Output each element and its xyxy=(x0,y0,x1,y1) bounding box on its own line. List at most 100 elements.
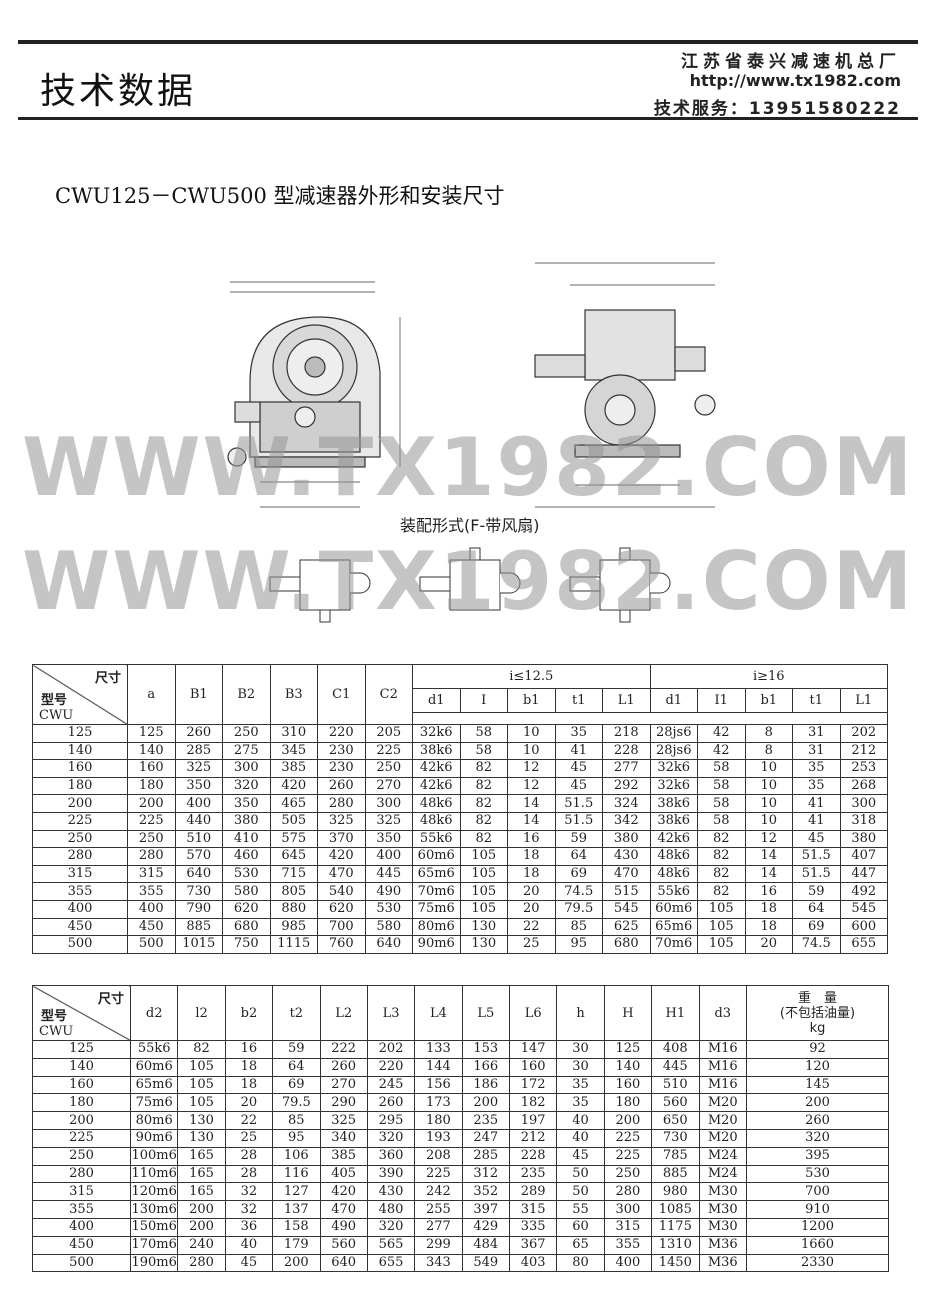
value-cell: 560 xyxy=(319,1235,368,1255)
value-cell: 59 xyxy=(272,1040,321,1059)
value-cell: 32k6 xyxy=(412,724,461,743)
value-cell: 260 xyxy=(319,1057,368,1077)
value-cell: 300 xyxy=(222,759,271,778)
value-cell: 10 xyxy=(744,759,793,778)
value-cell: 55k6 xyxy=(129,1040,179,1059)
value-cell: M36 xyxy=(698,1253,747,1273)
value-cell: 2330 xyxy=(746,1253,889,1273)
value-cell: 285 xyxy=(461,1146,511,1166)
value-cell: 575 xyxy=(269,829,318,849)
value-cell: 447 xyxy=(839,864,888,884)
value-cell: 42k6 xyxy=(412,776,461,796)
value-cell: 85 xyxy=(272,1111,321,1130)
value-cell: 64 xyxy=(272,1057,321,1077)
value-cell: 430 xyxy=(366,1182,416,1202)
value-cell: 82 xyxy=(697,882,746,901)
value-cell: 325 xyxy=(174,759,223,778)
value-cell: 95 xyxy=(554,935,603,954)
value-cell: 16 xyxy=(507,829,556,849)
value-cell: 650 xyxy=(651,1111,700,1130)
corner-dimension-label: 尺寸 xyxy=(94,671,121,686)
value-cell: 59 xyxy=(554,829,603,849)
value-cell: 289 xyxy=(508,1182,558,1202)
model-cell: 400 xyxy=(32,899,128,919)
value-cell: 50 xyxy=(556,1182,605,1202)
value-cell: 280 xyxy=(127,847,176,866)
value-cell: 166 xyxy=(461,1057,511,1077)
weight-header-line2: (不包括油量) xyxy=(779,1005,856,1021)
value-cell: 260 xyxy=(366,1093,416,1113)
value-cell: 90m6 xyxy=(412,935,461,954)
value-cell: 105 xyxy=(697,917,746,937)
value-cell: 580 xyxy=(364,917,413,937)
value-cell: 640 xyxy=(319,1253,368,1273)
value-cell: 70m6 xyxy=(649,935,698,954)
value-cell: 985 xyxy=(269,917,318,937)
model-cell: 180 xyxy=(32,1093,131,1113)
value-cell: 292 xyxy=(602,776,651,796)
col-header: a xyxy=(127,664,176,725)
value-cell: 35 xyxy=(792,776,841,796)
value-cell: 22 xyxy=(507,917,556,937)
value-cell: 165 xyxy=(177,1164,226,1184)
value-cell: 245 xyxy=(366,1075,416,1095)
section-subtitle: CWU125－CWU500 型减速器外形和安装尺寸 xyxy=(55,184,505,208)
value-cell: 230 xyxy=(317,759,366,778)
value-cell: 355 xyxy=(603,1235,653,1255)
value-cell: 55 xyxy=(556,1200,605,1219)
value-cell: 45 xyxy=(556,1146,605,1166)
value-cell: 58 xyxy=(697,811,746,831)
value-cell: 18 xyxy=(744,899,793,919)
value-cell: 465 xyxy=(269,794,318,813)
value-cell: 250 xyxy=(222,724,271,743)
value-cell: 70m6 xyxy=(412,882,461,901)
col-header: l2 xyxy=(177,985,226,1041)
value-cell: 105 xyxy=(697,899,746,919)
value-cell: 390 xyxy=(366,1164,416,1184)
model-cell: 315 xyxy=(32,864,128,884)
value-cell: 300 xyxy=(364,794,413,813)
value-cell: 127 xyxy=(272,1182,321,1202)
value-cell: 32 xyxy=(224,1200,274,1219)
value-cell: 385 xyxy=(319,1146,368,1166)
value-cell: 59 xyxy=(792,882,841,901)
value-cell: 105 xyxy=(697,935,746,954)
value-cell: 58 xyxy=(697,759,746,778)
value-cell: 8 xyxy=(744,724,793,743)
value-cell: 268 xyxy=(839,776,888,796)
col-header: C1 xyxy=(317,664,366,725)
value-cell: 58 xyxy=(697,794,746,813)
value-cell: M20 xyxy=(698,1093,747,1113)
value-cell: 324 xyxy=(602,794,651,813)
value-cell: 299 xyxy=(414,1235,463,1255)
value-cell: 48k6 xyxy=(649,864,698,884)
model-cell: 180 xyxy=(32,776,128,796)
col-header: b2 xyxy=(224,985,274,1041)
front-view-drawing xyxy=(227,281,401,508)
value-cell: 130 xyxy=(459,935,508,954)
value-cell: 300 xyxy=(839,794,888,813)
value-cell: 325 xyxy=(364,811,413,831)
value-cell: 79.5 xyxy=(272,1093,321,1113)
value-cell: 400 xyxy=(127,899,176,919)
value-cell: 40 xyxy=(556,1111,605,1130)
value-cell: 65m6 xyxy=(412,864,461,884)
value-cell: M36 xyxy=(698,1235,747,1255)
side-view-drawing xyxy=(534,262,716,508)
value-cell: 315 xyxy=(603,1217,653,1237)
col-header: I xyxy=(459,688,508,713)
value-cell: 510 xyxy=(174,829,223,849)
value-cell: 277 xyxy=(414,1217,463,1237)
value-cell: 10 xyxy=(744,794,793,813)
value-cell: 64 xyxy=(554,847,603,866)
value-cell: 160 xyxy=(603,1075,653,1095)
value-cell: M30 xyxy=(698,1200,747,1219)
corner-dimension-label: 尺寸 xyxy=(97,992,124,1007)
value-cell: M24 xyxy=(698,1164,747,1184)
value-cell: 515 xyxy=(602,882,651,901)
